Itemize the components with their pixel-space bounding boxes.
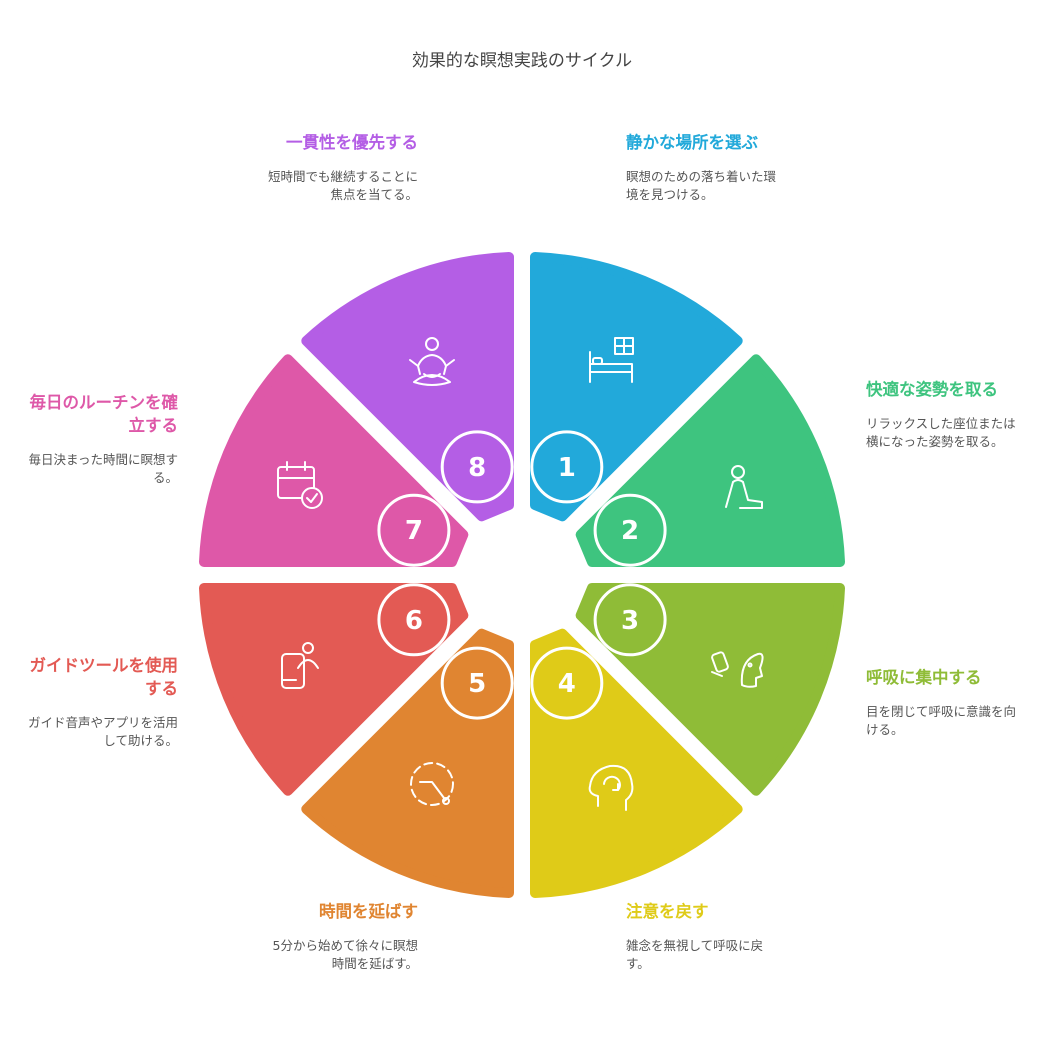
step-1-block: 静かな場所を選ぶ 瞑想のための落ち着いた環境を見つける。 — [626, 131, 776, 204]
step-8-title: 一貫性を優先する — [286, 133, 418, 152]
step-3-title: 呼吸に集中する — [866, 668, 982, 687]
step-8-block: 一貫性を優先する 短時間でも継続することに焦点を当てる。 — [268, 131, 418, 204]
step-1-number: 1 — [558, 453, 576, 483]
step-5-block: 時間を延ばす 5分から始めて徐々に瞑想時間を延ばす。 — [268, 900, 418, 973]
step-7-description: 毎日決まった時間に瞑想する。 — [28, 452, 178, 485]
step-7-number: 7 — [405, 516, 423, 546]
step-4-number: 4 — [558, 669, 576, 699]
step-5-title: 時間を延ばす — [319, 902, 418, 921]
step-6-title: ガイドツールを使用する — [29, 656, 179, 698]
step-1-title: 静かな場所を選ぶ — [626, 133, 758, 152]
step-2-badge: 2 — [593, 493, 667, 567]
meditation-icon — [409, 337, 455, 386]
step-5-number: 5 — [468, 669, 486, 699]
step-3-number: 3 — [621, 606, 639, 636]
timer-icon — [410, 762, 454, 806]
step-2-block: 快適な姿勢を取る リラックスした座位または横になった姿勢を取る。 — [866, 378, 1016, 451]
step-5-badge: 5 — [440, 646, 514, 720]
step-1-badge: 1 — [530, 430, 604, 504]
step-4-badge: 4 — [530, 646, 604, 720]
seated-person-icon — [725, 465, 763, 509]
breathing-inhaler-icon — [711, 651, 764, 688]
step-7-badge: 7 — [377, 493, 451, 567]
mind-refresh-icon — [588, 764, 634, 811]
step-3-block: 呼吸に集中する 目を閉じて呼吸に意識を向ける。 — [866, 666, 1016, 739]
step-1-description: 瞑想のための落ち着いた環境を見つける。 — [626, 169, 777, 202]
calendar-check-icon — [277, 461, 323, 509]
step-2-title: 快適な姿勢を取る — [866, 380, 998, 399]
step-4-description: 雑念を無視して呼吸に戻す。 — [626, 938, 764, 971]
step-6-number: 6 — [405, 606, 423, 636]
step-8-description: 短時間でも継続することに焦点を当てる。 — [268, 169, 419, 202]
step-8-badge: 8 — [440, 430, 514, 504]
step-3-description: 目を閉じて呼吸に意識を向ける。 — [866, 704, 1017, 737]
page-title: 効果的な瞑想実践のサイクル — [411, 51, 633, 71]
step-2-description: リラックスした座位または横になった姿勢を取る。 — [866, 416, 1016, 449]
step-3-badge: 3 — [593, 583, 667, 657]
step-7-block: 毎日のルーチンを確立する 毎日決まった時間に瞑想する。 — [28, 391, 178, 487]
step-8-number: 8 — [468, 453, 486, 483]
step-6-block: ガイドツールを使用する ガイド音声やアプリを活用して助ける。 — [28, 654, 178, 750]
step-6-description: ガイド音声やアプリを活用して助ける。 — [28, 715, 179, 748]
step-2-number: 2 — [621, 516, 639, 546]
step-4-title: 注意を戻す — [626, 902, 709, 921]
bed-window-icon — [589, 337, 634, 383]
step-4-block: 注意を戻す 雑念を無視して呼吸に戻す。 — [626, 900, 776, 973]
step-5-description: 5分から始めて徐々に瞑想時間を延ばす。 — [272, 938, 418, 971]
step-7-title: 毎日のルーチンを確立する — [29, 393, 179, 435]
mobile-user-icon — [281, 642, 319, 689]
step-6-badge: 6 — [377, 583, 451, 657]
